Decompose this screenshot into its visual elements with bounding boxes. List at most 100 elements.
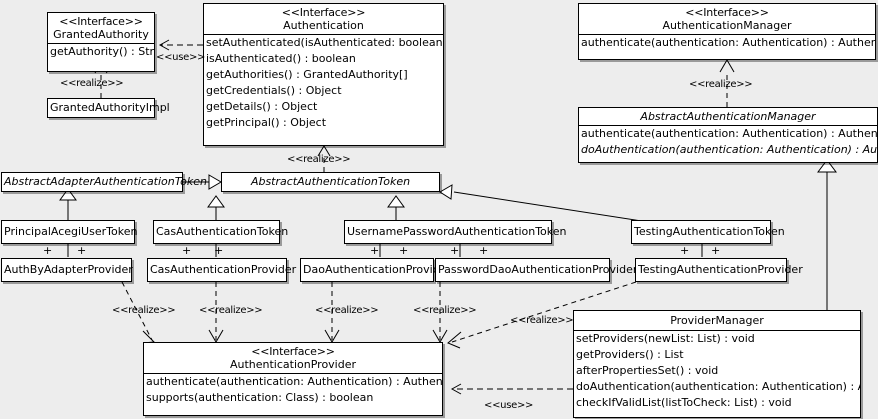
class-granted-authority-impl[interactable]: GrantedAuthorityImpl — [47, 98, 170, 118]
compartment-divider — [204, 34, 443, 35]
member-row: getPrincipal() : Object — [206, 116, 327, 129]
class-name-label: CasAuthenticationToken — [156, 225, 289, 238]
class-header-provider-manager: ProviderManager — [574, 311, 860, 330]
compartment-divider — [48, 43, 154, 44]
class-header-abstract-authentication-token: AbstractAuthenticationToken — [222, 173, 439, 190]
association-multiplicity-plus: + — [182, 244, 192, 257]
association-multiplicity-plus: + — [399, 244, 409, 257]
member-row: afterPropertiesSet() : void — [576, 364, 719, 377]
class-name-label: AuthenticationProvider — [229, 358, 357, 371]
edge-label-realize-cas-authentication-provider: <<realize>> — [199, 305, 263, 316]
class-header-authentication: <<Interface>> Authentication — [204, 4, 443, 34]
class-name-label: Authentication — [283, 19, 364, 32]
class-name-label: GrantedAuthority — [53, 28, 149, 41]
association-multiplicity-plus: + — [77, 244, 87, 257]
class-header-testing-authentication-token: TestingAuthenticationToken — [632, 221, 785, 240]
member-row: getAuthority() : String — [50, 45, 154, 58]
member-row: getAuthorities() : GrantedAuthority[] — [206, 68, 408, 81]
edge-label-realize-abstract-authentication-token: <<realize>> — [287, 154, 351, 165]
class-username-password-authentication-token[interactable]: UsernamePasswordAuthenticationToken — [344, 220, 567, 244]
stereotype-label: <<Interface>> — [685, 6, 769, 19]
compartment-divider — [144, 373, 442, 374]
class-header-username-password-authentication-token: UsernamePasswordAuthenticationToken — [345, 221, 567, 240]
association-multiplicity-plus: + — [680, 244, 690, 257]
member-row: getCredentials() : Object — [206, 84, 342, 97]
class-name-label: AuthByAdapterProvider — [4, 263, 133, 276]
class-cas-authentication-provider[interactable]: CasAuthenticationProvider — [147, 258, 297, 282]
class-granted-authority[interactable]: <<Interface>> GrantedAuthority getAuthor… — [47, 12, 155, 72]
class-header-principal-acegi-user-token: PrincipalAcegiUserToken — [2, 221, 138, 240]
member-row: doAuthentication(authentication: Authent… — [581, 143, 877, 156]
member-row: getDetails() : Object — [206, 100, 318, 113]
edge-label-realize-testing-authentication-provider: <<realize>> — [510, 315, 574, 326]
stereotype-label: <<Interface>> — [251, 345, 335, 358]
edge-label-use-granted-authority: <<use>> — [156, 52, 206, 63]
compartment-divider — [579, 125, 877, 126]
class-password-dao-authentication-provider[interactable]: PasswordDaoAuthenticationProvider — [435, 258, 638, 282]
class-name-label: AbstractAdapterAuthenticationToken — [4, 175, 207, 188]
class-name-label: PasswordDaoAuthenticationProvider — [438, 263, 638, 276]
edge-label-realize-password-dao-authentication-provider: <<realize>> — [413, 305, 477, 316]
class-name-label: PrincipalAcegiUserToken — [4, 225, 138, 238]
member-row: authenticate(authentication: Authenticat… — [146, 375, 442, 388]
association-multiplicity-plus: + — [214, 244, 224, 257]
class-name-label: AbstractAuthenticationManager — [640, 110, 816, 123]
class-name-label: DaoAuthenticationProvider — [303, 263, 451, 276]
class-testing-authentication-provider[interactable]: TestingAuthenticationProvider — [635, 258, 803, 282]
class-name-label: TestingAuthenticationToken — [634, 225, 785, 238]
class-name-label: ProviderManager — [670, 314, 764, 327]
class-name-label: GrantedAuthorityImpl — [50, 101, 170, 114]
class-name-label: TestingAuthenticationProvider — [638, 263, 803, 276]
class-authentication-provider[interactable]: <<Interface>> AuthenticationProvider aut… — [143, 342, 443, 416]
stereotype-label: <<Interface>> — [281, 6, 366, 19]
class-dao-authentication-provider[interactable]: DaoAuthenticationProvider — [300, 258, 451, 282]
members-compartment: setAuthenticated(isAuthenticated: boolea… — [204, 35, 443, 131]
members-compartment: authenticate(authentication: Authenticat… — [579, 126, 877, 158]
edge-label-use-provider-manager: <<use>> — [484, 400, 534, 411]
members-compartment: setProviders(newList: List) : void getPr… — [574, 331, 860, 411]
class-abstract-authentication-token[interactable]: AbstractAuthenticationToken — [221, 172, 440, 192]
class-principal-acegi-user-token[interactable]: PrincipalAcegiUserToken — [1, 220, 138, 244]
class-cas-authentication-token[interactable]: CasAuthenticationToken — [153, 220, 289, 244]
association-multiplicity-plus: + — [450, 244, 460, 257]
class-provider-manager[interactable]: ProviderManager setProviders(newList: Li… — [573, 310, 861, 418]
member-row: doAuthentication(authentication: Authent… — [576, 380, 860, 393]
class-auth-by-adapter-provider[interactable]: AuthByAdapterProvider — [1, 258, 133, 282]
class-header-password-dao-authentication-provider: PasswordDaoAuthenticationProvider — [436, 259, 638, 278]
compartment-divider — [574, 330, 860, 331]
class-abstract-authentication-manager[interactable]: AbstractAuthenticationManager authentica… — [578, 107, 878, 163]
compartment-divider — [579, 34, 875, 35]
edge-label-realize-dao-authentication-provider: <<realize>> — [315, 305, 379, 316]
association-multiplicity-plus: + — [370, 244, 380, 257]
edge-label-realize-abstract-authentication-manager: <<realize>> — [689, 79, 753, 90]
class-header-dao-authentication-provider: DaoAuthenticationProvider — [301, 259, 451, 278]
class-header-testing-authentication-provider: TestingAuthenticationProvider — [636, 259, 803, 278]
members-compartment: authenticate(authentication: Authenticat… — [579, 35, 875, 51]
class-authentication-manager[interactable]: <<Interface>> AuthenticationManager auth… — [578, 3, 876, 60]
class-header-abstract-adapter-authentication-token: AbstractAdapterAuthenticationToken — [2, 173, 207, 190]
class-header-cas-authentication-token: CasAuthenticationToken — [154, 221, 289, 240]
members-compartment: authenticate(authentication: Authenticat… — [144, 374, 442, 406]
class-header-granted-authority-impl: GrantedAuthorityImpl — [48, 99, 170, 116]
class-authentication[interactable]: <<Interface>> Authentication setAuthenti… — [203, 3, 444, 146]
class-header-authentication-manager: <<Interface>> AuthenticationManager — [579, 4, 875, 34]
member-row: setAuthenticated(isAuthenticated: boolea… — [206, 36, 443, 49]
class-header-authentication-provider: <<Interface>> AuthenticationProvider — [144, 343, 442, 373]
class-testing-authentication-token[interactable]: TestingAuthenticationToken — [631, 220, 785, 244]
members-compartment: getAuthority() : String — [48, 44, 154, 60]
class-header-auth-by-adapter-provider: AuthByAdapterProvider — [2, 259, 133, 278]
class-name-label: CasAuthenticationProvider — [150, 263, 297, 276]
edge-label-realize-granted-authority-impl: <<realize>> — [60, 78, 124, 89]
member-row: isAuthenticated() : boolean — [206, 52, 356, 65]
member-row: supports(authentication: Class) : boolea… — [146, 391, 374, 404]
association-multiplicity-plus: + — [479, 244, 489, 257]
member-row: authenticate(authentication: Authenticat… — [581, 36, 875, 49]
member-row: checkIfValidList(listToCheck: List) : vo… — [576, 396, 792, 409]
class-name-label: UsernamePasswordAuthenticationToken — [347, 225, 567, 238]
association-multiplicity-plus: + — [711, 244, 721, 257]
class-name-label: AbstractAuthenticationToken — [250, 175, 411, 188]
stereotype-label: <<Interface>> — [59, 15, 143, 28]
class-abstract-adapter-authentication-token[interactable]: AbstractAdapterAuthenticationToken — [1, 172, 207, 192]
class-header-cas-authentication-provider: CasAuthenticationProvider — [148, 259, 297, 278]
